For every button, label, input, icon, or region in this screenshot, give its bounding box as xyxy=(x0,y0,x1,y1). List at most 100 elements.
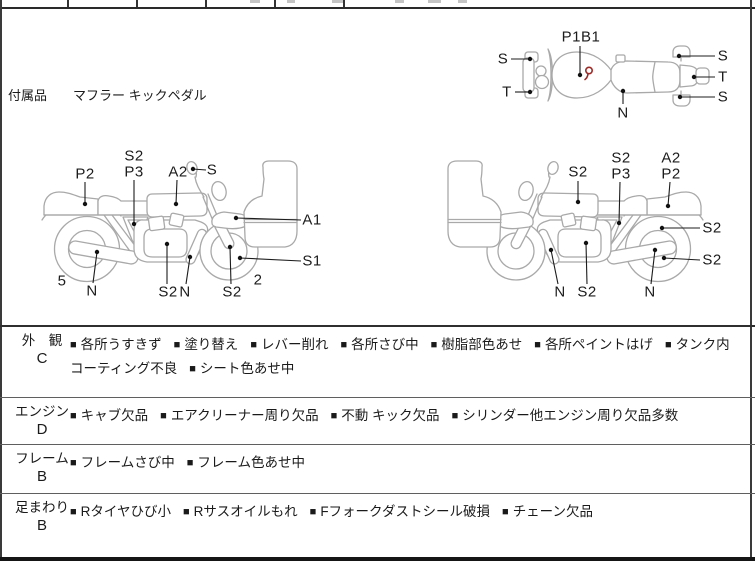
table-cell-border xyxy=(343,0,345,7)
left_side-label-S1: S1 xyxy=(302,253,321,270)
bullet-square-icon: ■ xyxy=(70,339,77,351)
bullet-square-icon: ■ xyxy=(189,363,196,375)
left_side-label-P2: P2 xyxy=(75,166,94,183)
right_side-label-N: N xyxy=(554,284,565,301)
bullet-square-icon: ■ xyxy=(451,410,459,422)
top_view-leader-dot xyxy=(676,53,682,59)
condition-grade: B xyxy=(36,517,47,534)
right_side-leader-dot xyxy=(575,199,581,205)
condition-item: ■シリンダー他エンジン周り欠品多数 xyxy=(451,408,679,423)
left_side-leader-line xyxy=(239,257,302,262)
bullet-square-icon: ■ xyxy=(70,506,77,518)
left_side-leader-line xyxy=(92,251,98,284)
left_side-leader-dot xyxy=(164,241,170,247)
top_view-leader-dot xyxy=(620,88,626,94)
table-cell-border xyxy=(274,0,276,7)
sheet-border-left xyxy=(0,0,2,561)
left_side-label-S2: S2 xyxy=(222,284,241,301)
condition-item: ■レバー削れ xyxy=(250,337,329,352)
bullet-square-icon: ■ xyxy=(664,339,672,351)
condition-category-label: 足まわり xyxy=(15,500,69,515)
cutoff-text-remnant xyxy=(458,0,467,3)
left_side-leader-dot xyxy=(173,201,179,207)
right_side-leader-line xyxy=(650,249,656,285)
bullet-square-icon: ■ xyxy=(70,410,77,422)
cutoff-text-remnant xyxy=(287,0,295,3)
top_view-label-T: T xyxy=(502,84,512,101)
left_side-leader-line xyxy=(185,256,191,285)
table-cell-border xyxy=(205,0,207,7)
left_side-label-P3: P3 xyxy=(124,164,143,181)
left_side-leader-dot xyxy=(187,254,193,260)
top_view-label-N: N xyxy=(617,105,628,122)
sheet-border-right xyxy=(750,0,752,561)
bullet-square-icon: ■ xyxy=(70,457,77,469)
table-cell-border xyxy=(136,0,138,7)
sheet-border-bottom xyxy=(0,557,755,561)
right_side-label-A2: A2 xyxy=(661,150,680,167)
top_view-leader-dot xyxy=(677,94,683,100)
condition-item: ■チェーン欠品 xyxy=(502,504,594,519)
right_side-leader-dot xyxy=(665,203,671,209)
cutoff-text-remnant xyxy=(395,0,404,3)
right_side-leader-dot xyxy=(652,247,658,253)
right_side-leader-line xyxy=(550,249,559,285)
table-border-top xyxy=(0,7,755,9)
top_view-leader-dot xyxy=(577,72,583,78)
left_side-leader-dot xyxy=(227,244,233,250)
section-divider xyxy=(0,325,755,327)
condition-item: ■エアクリーナー周り欠品 xyxy=(160,408,319,423)
bullet-square-icon: ■ xyxy=(330,410,338,422)
left_side-label-5: 5 xyxy=(58,273,67,290)
left_side-leader-dot xyxy=(233,215,239,221)
left_side-label-2: 2 xyxy=(254,272,263,289)
left_side-label-N: N xyxy=(179,284,190,301)
right_side-label-S2: S2 xyxy=(611,150,630,167)
top_view-label-T: T xyxy=(718,69,728,86)
right_side-label-S2: S2 xyxy=(702,220,721,237)
right_side-leader-dot xyxy=(616,220,622,226)
accessories-label: 付属品 xyxy=(8,88,48,103)
condition-item: ■Rサスオイルもれ xyxy=(183,504,298,519)
table-cell-border xyxy=(67,0,69,7)
right_side-leader-dot xyxy=(583,240,589,246)
right_side-label-S2: S2 xyxy=(702,252,721,269)
condition-item: ■キャブ欠品 xyxy=(70,408,149,423)
left_side-label-A2: A2 xyxy=(168,164,187,181)
left_side-label-S: S xyxy=(207,162,218,179)
left_side-leader-dot xyxy=(190,166,196,172)
condition-item: ■フレーム色あせ中 xyxy=(186,455,306,470)
cutoff-text-remnant xyxy=(428,0,441,3)
bullet-square-icon: ■ xyxy=(160,410,167,422)
left_side-leader-dot xyxy=(131,221,137,227)
red-damage-marker xyxy=(584,66,593,81)
condition-item: ■各所うすきず xyxy=(70,337,162,352)
bullet-square-icon: ■ xyxy=(183,506,190,518)
condition-item: ■塗り替え xyxy=(173,337,239,352)
condition-item: ■不動 キック欠品 xyxy=(330,408,440,423)
right_side-label-S2: S2 xyxy=(577,284,596,301)
bullet-square-icon: ■ xyxy=(173,339,181,351)
condition-items: ■キャブ欠品 ■エアクリーナー周り欠品 ■不動 キック欠品 ■シリンダー他エンジン周り… xyxy=(70,398,741,428)
condition-category: 足まわり B xyxy=(12,500,72,534)
condition-items: ■フレームさび中■フレーム色あせ中 xyxy=(70,445,741,475)
top_view-leader-dot xyxy=(691,74,697,80)
condition-item: ■Rタイヤひび小 xyxy=(70,504,172,519)
right_side-label-S2: S2 xyxy=(568,164,587,181)
top_view-label-S: S xyxy=(718,48,729,65)
right_side-leader-dot xyxy=(659,225,665,231)
cutoff-text-remnant xyxy=(332,0,344,3)
bullet-square-icon: ■ xyxy=(186,457,194,469)
left_side-leader-line xyxy=(229,246,232,285)
bullet-square-icon: ■ xyxy=(502,506,509,518)
